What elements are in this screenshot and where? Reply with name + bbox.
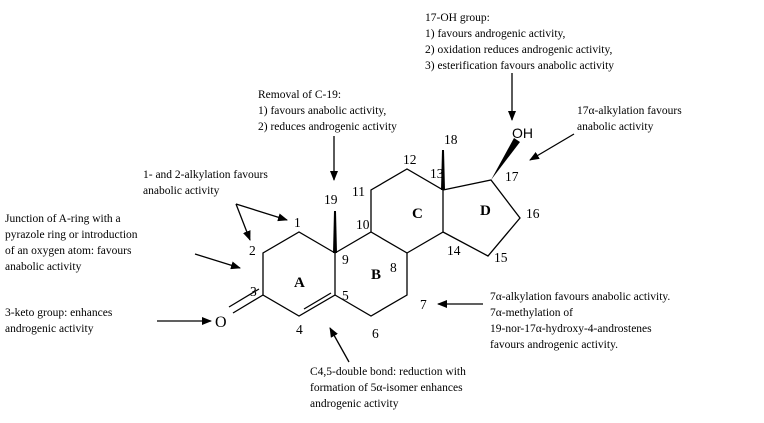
atom-number-15: 15 [494,250,508,265]
atom-number-3: 3 [250,284,257,299]
atom-number-4: 4 [296,322,303,337]
annotation-3-keto: 3-keto group: enhances androgenic activi… [5,307,115,335]
hydroxyl-label: OH [512,125,533,141]
annotation-c19-removal: Removal of C-19: 1) favours anabolic act… [258,89,397,133]
ring-a-bonds [262,231,336,317]
annotation-17-alkylation: 17α-alkylation favours anabolic activity [577,105,685,133]
atom-number-9: 9 [342,252,349,267]
atom-number-16: 16 [526,206,540,221]
carbonyl-bond-2 [228,288,260,308]
arrow-alkylation-to-2 [235,203,251,241]
atom-number-2: 2 [249,243,256,258]
annotation-7-alkylation: 7α-alkylation favours anabolic activity.… [490,291,673,351]
ring-label-b: B [371,267,381,283]
annotation-17-oh: 17-OH group: 1) favours androgenic activ… [425,12,615,72]
atom-number-1: 1 [294,215,301,230]
carbonyl-bond-1 [232,294,264,314]
atom-number-10: 10 [356,217,370,232]
oh-17-wedge [491,138,520,180]
methyl-19-wedge [333,211,337,253]
arrow-alkylation-to-1 [235,203,288,222]
ring-label-c: C [412,206,423,222]
ring-d-bonds [442,179,521,257]
arrow-junction [194,253,241,270]
annotation-1-2-alkylation: 1- and 2-alkylation favours anabolic act… [143,169,271,197]
methyl-18-wedge [441,150,445,190]
atom-number-19: 19 [324,192,338,207]
ring-label-d: D [480,203,491,219]
oxygen-label: O [215,314,227,331]
atom-number-8: 8 [390,260,397,275]
ring-b-bonds [334,231,408,317]
annotation-a-ring-junction: Junction of A-ring with a pyrazole ring … [5,213,140,273]
atom-number-11: 11 [352,184,365,199]
ring-c-bonds [370,168,444,254]
steroid-skeleton [228,138,521,317]
ring-label-a: A [294,275,305,291]
double-bond-c4-c5 [303,292,332,310]
arrow-double-bond [329,327,350,363]
atom-number-6: 6 [372,326,379,341]
atom-number-18: 18 [444,132,458,147]
atom-number-17: 17 [505,169,519,184]
atom-number-7: 7 [420,297,427,312]
atom-number-12: 12 [403,152,417,167]
arrow-17-alkylation [529,133,575,161]
annotation-c45-double-bond: C4,5-double bond: reduction with formati… [310,366,469,410]
atom-number-14: 14 [447,243,461,258]
atom-number-13: 13 [430,166,444,181]
atom-number-5: 5 [342,288,349,303]
